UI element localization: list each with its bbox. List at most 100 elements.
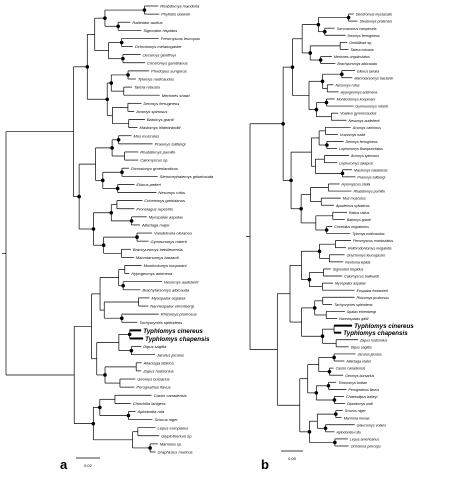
support-node-marker xyxy=(314,391,319,395)
taxon-label: Sciurus niger xyxy=(345,409,367,413)
taxon-label: Eliurus petteri xyxy=(136,182,161,187)
support-node-marker xyxy=(127,332,132,337)
taxon-label-highlight: Typhlomys cinereus xyxy=(354,323,414,330)
taxon-label: Macrotarsomys bastardi xyxy=(136,255,179,260)
taxon-label: Marmota sp. xyxy=(160,441,182,446)
support-node-marker xyxy=(103,16,107,20)
support-node-marker xyxy=(120,170,124,175)
support-node-marker xyxy=(307,277,312,282)
support-node-marker xyxy=(142,8,147,12)
taxon-label: Lepus americanus xyxy=(350,438,380,442)
taxon-label: Oecomys geoffroyi xyxy=(143,52,176,57)
taxon-label: Chinchilla lanigera xyxy=(133,401,166,406)
taxon-label: Nannospalax galili xyxy=(339,317,368,321)
support-node-marker xyxy=(103,373,107,377)
support-node-marker xyxy=(281,121,285,126)
taxon-label: Zapus hudsonius xyxy=(142,369,173,374)
taxon-label: Cricetomys gambianus xyxy=(144,198,185,203)
taxon-label: Rattinidor auritus xyxy=(132,20,162,25)
taxon-label: Phyllotis darwini xyxy=(161,12,190,17)
support-node-marker xyxy=(77,194,81,199)
taxon-label: Glaucomys volans xyxy=(357,423,387,427)
taxon-label: Saccostomus campestris xyxy=(337,27,377,31)
support-node-marker xyxy=(316,22,321,27)
taxon-label: Praomys tullbergi xyxy=(357,175,385,179)
support-node-marker xyxy=(121,56,125,61)
taxon-label: Dipus sagitta xyxy=(351,345,372,349)
taxon-label: Dipus sagitta xyxy=(143,344,167,349)
support-node-marker xyxy=(109,81,114,85)
taxon-label: Allactaga major xyxy=(141,223,170,228)
support-node-marker xyxy=(91,421,96,426)
taxon-label: Nesomys rufus xyxy=(158,190,185,195)
taxon-label: Uranomys ruddi xyxy=(340,133,366,137)
taxon-label: Mus musculus xyxy=(343,197,366,201)
support-node-marker xyxy=(333,440,337,445)
taxon-label: Thomomys bottae xyxy=(338,381,367,385)
taxon-label: Acomys cahirinus xyxy=(352,126,381,130)
taxon-label: Hylomyscus stella xyxy=(342,183,371,187)
support-node-marker xyxy=(148,446,152,450)
taxon-label: Hypogeomys antimena xyxy=(341,91,378,95)
support-node-marker xyxy=(110,146,114,150)
taxon-label-highlight: Typhlomys chapensis xyxy=(145,336,210,343)
taxon-label: Deomys ferrugineus xyxy=(345,140,377,144)
taxon-label: Marmota monax xyxy=(344,416,370,420)
taxon-label: Myospalax aspalax xyxy=(335,282,366,286)
support-node-marker xyxy=(323,426,328,431)
support-node-marker xyxy=(324,100,329,105)
taxon-label: Rhabdomys pumilio xyxy=(353,190,385,194)
taxon-label: Spalax ehrenbergi xyxy=(347,310,376,314)
taxon-label: Phodopus sungorus xyxy=(151,68,187,73)
taxon-label: Nesomys rufus xyxy=(336,83,360,87)
taxon-label: Tachyoryctes splendens xyxy=(334,303,373,307)
taxon-label: Sciurus niger xyxy=(154,417,178,422)
support-node-marker xyxy=(135,235,139,239)
support-node-marker xyxy=(320,79,325,84)
taxon-label: Nannospalax ehrenbergi xyxy=(150,304,194,309)
taxon-label: Mus musculus xyxy=(134,133,160,138)
taxon-label: Jaculus jaculus xyxy=(356,353,382,357)
support-node-marker xyxy=(314,107,319,112)
taxon-label: Dicrostonyx groenlandicus xyxy=(131,166,178,171)
taxon-label: Mastomys natalensis xyxy=(354,168,388,172)
taxon-label: Nesomys audeberti xyxy=(348,119,379,123)
taxon-label: Jaculus jaculus xyxy=(156,352,184,357)
taxon-label: Neotoma lepida xyxy=(345,260,370,264)
taxon-label: Allactaga sibirica xyxy=(143,360,175,365)
taxon-label: Cricetulus migratorius xyxy=(334,225,369,229)
taxon-label: Sigmodon hispidus xyxy=(333,268,364,272)
support-node-marker xyxy=(290,65,295,69)
taxon-label: Tachyoryctes splendens xyxy=(139,320,182,325)
taxon-label: Geomys bursarius xyxy=(137,377,169,382)
support-node-marker xyxy=(116,138,121,142)
support-node-marker xyxy=(109,210,114,215)
taxon-label-highlight: Typhlomys cinereus xyxy=(143,328,203,335)
taxon-label: Geomys bursarius xyxy=(345,374,374,378)
support-node-marker xyxy=(340,171,345,176)
taxon-label: Monticolomys koopmani xyxy=(337,98,376,102)
support-node-marker xyxy=(101,243,106,248)
taxon-label: Hypogeomys antimena xyxy=(131,271,173,276)
taxon-label: Tatera robusta xyxy=(134,85,160,90)
taxon-label: Rhabdomys mandorla xyxy=(160,4,200,9)
support-node-marker xyxy=(129,348,134,353)
support-node-marker xyxy=(105,97,110,102)
taxon-label: Meriones shawi xyxy=(162,93,190,98)
support-node-marker xyxy=(115,186,120,191)
taxon-label: Sigmodon hispidus xyxy=(143,28,177,33)
scale-label-b: 0.05 xyxy=(288,456,297,461)
taxon-label: Nesomys audeberti xyxy=(164,279,199,284)
taxon-label: Chaetodipus baileyi xyxy=(346,395,378,399)
taxon-label: Perognathus flavus xyxy=(136,385,170,390)
taxon-label: Vandeleuria oleracea xyxy=(154,231,192,236)
support-node-marker xyxy=(327,369,332,374)
taxon-label: Allactaga elater xyxy=(345,360,372,364)
support-node-marker xyxy=(299,206,303,211)
taxon-label: Zapus hudsonius xyxy=(359,338,388,342)
support-node-marker xyxy=(324,228,329,232)
support-node-marker xyxy=(340,72,344,76)
support-node-marker xyxy=(322,29,327,34)
support-node-marker xyxy=(126,73,130,77)
